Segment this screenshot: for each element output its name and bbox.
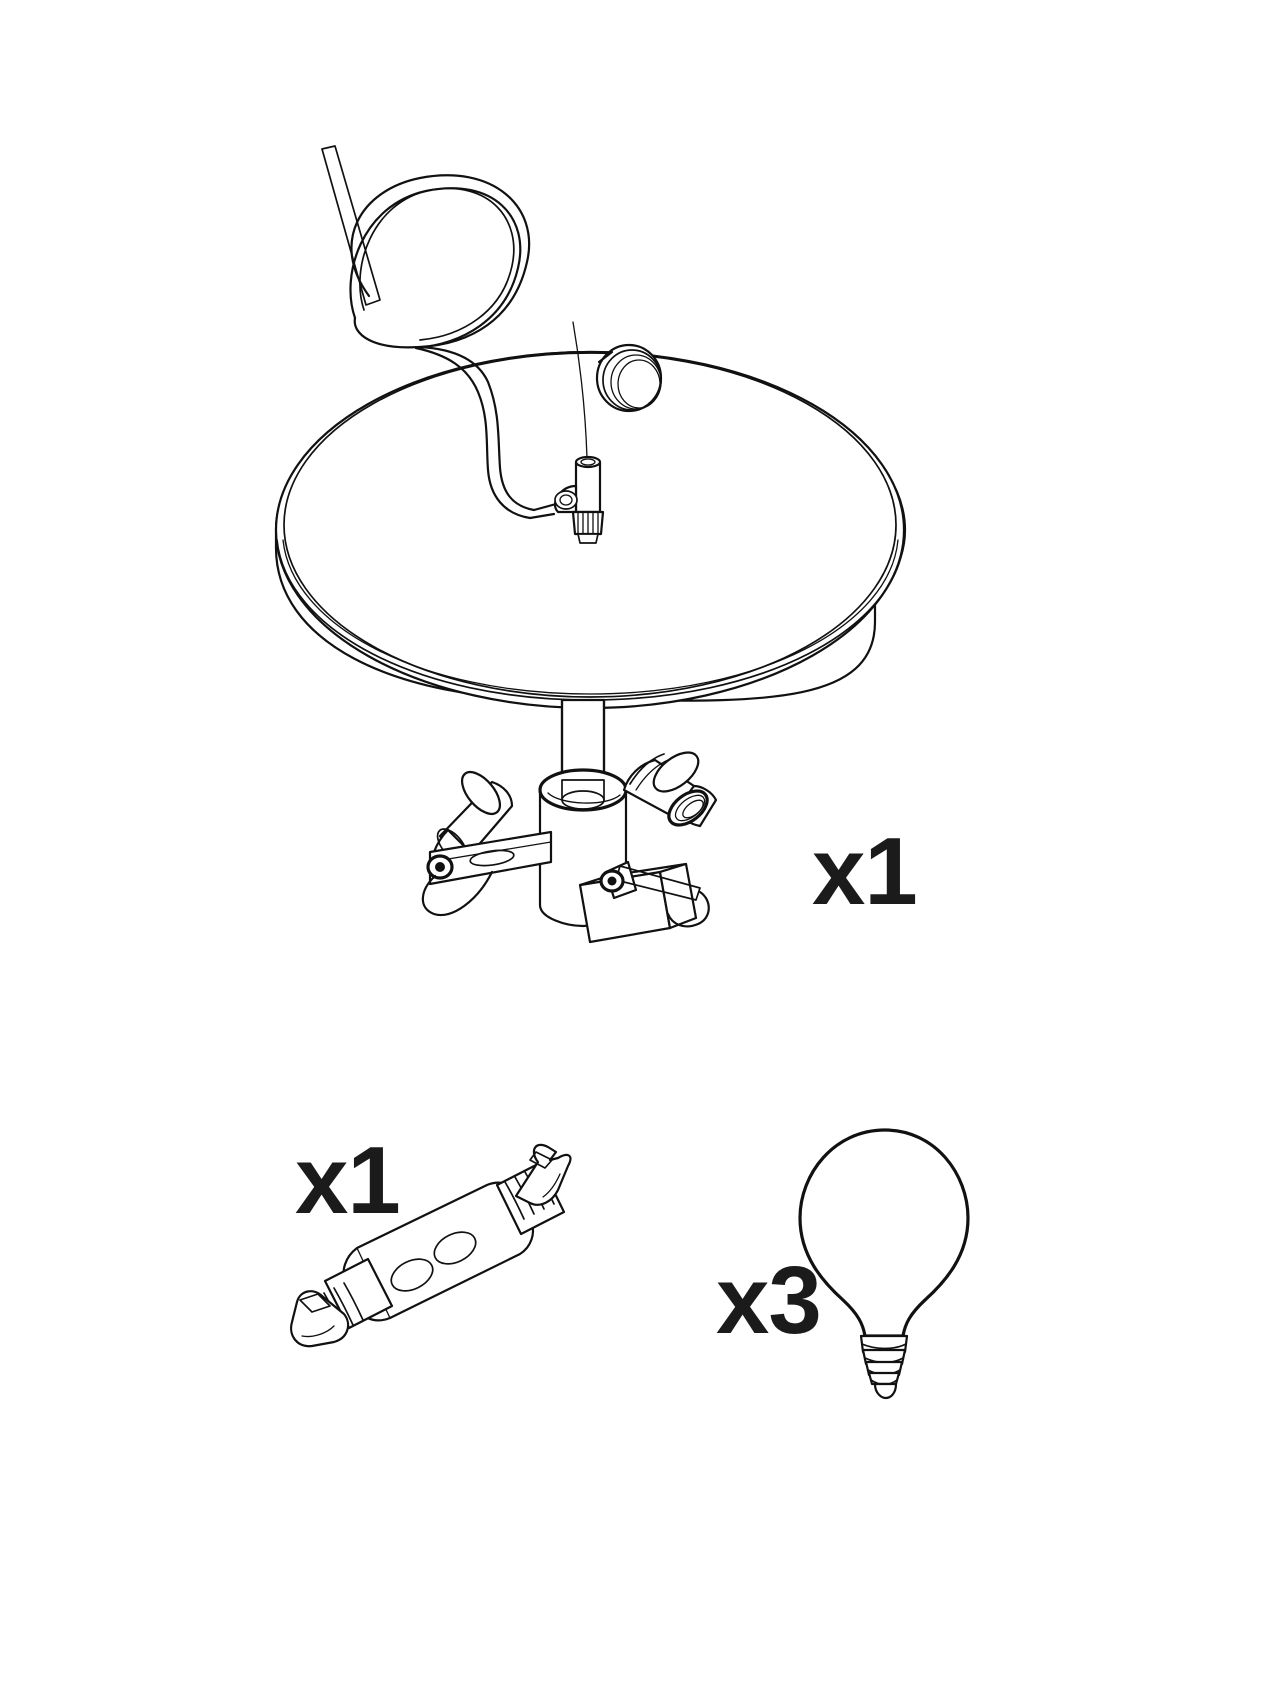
- cam-lock-connector: [290, 1143, 572, 1348]
- bulb-screw-base: [859, 1334, 909, 1400]
- lamp-socket-right: [622, 751, 718, 828]
- lamp-head-assembly: [274, 145, 907, 944]
- leader-line: [572, 321, 588, 459]
- quantity-label-bulb: x3: [716, 1247, 822, 1354]
- connector-head-upper: [514, 1143, 572, 1206]
- lamp-socket-front: [578, 860, 710, 944]
- quantity-label-connector: x1: [295, 1127, 401, 1234]
- coiled-power-cable: [321, 145, 558, 520]
- cable-gland-fitting: [553, 455, 605, 544]
- connector-head-lower: [290, 1290, 350, 1348]
- lamp-socket-left: [421, 771, 553, 917]
- light-bulb: [798, 1128, 970, 1400]
- secondary-cable-coil: [595, 343, 663, 413]
- quantity-label-lamp-head: x1: [812, 818, 918, 925]
